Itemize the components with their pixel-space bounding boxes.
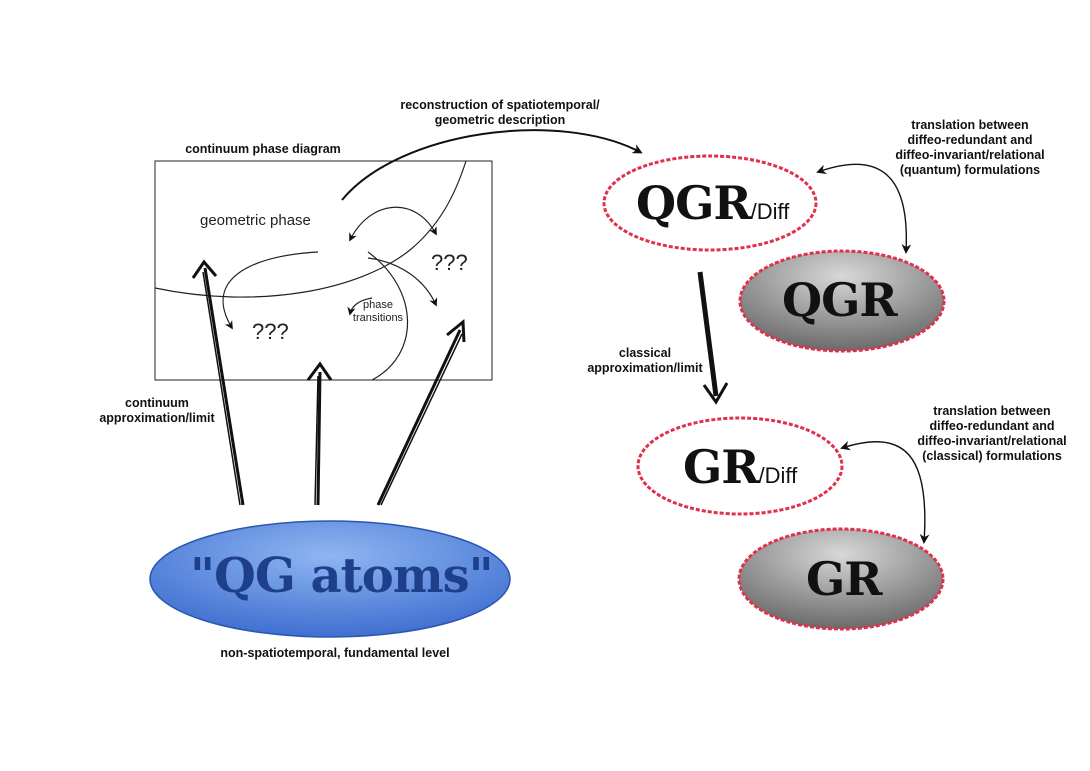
- reconstruction-label: reconstruction of spatiotemporal/ geomet…: [400, 98, 600, 127]
- transition-arrow-1: [222, 251, 319, 330]
- qgr-diff-node: [602, 154, 818, 252]
- phase-boundary-arc: [367, 251, 409, 381]
- gr-diff-title: GR/Diff: [683, 440, 797, 494]
- phase-boundary-curve: [154, 160, 467, 298]
- classical-limit-label: classical approximation/limit: [587, 346, 703, 375]
- gr-node: [737, 527, 945, 631]
- transition-arrow-2: [349, 206, 437, 242]
- geometric-phase-label: geometric phase: [200, 212, 311, 229]
- translation-arrow-classical: [840, 440, 930, 544]
- phase-diagram-box: [154, 160, 493, 381]
- transition-arrow-4: [347, 297, 373, 316]
- gr-diff-main: GR: [683, 440, 760, 494]
- classical-arrow: [697, 271, 729, 405]
- qgr-diff-sub: /Diff: [750, 199, 790, 224]
- translation-quantum-label: translation between diffeo-redundant and…: [895, 118, 1045, 177]
- phase-diagram-title: continuum phase diagram: [185, 142, 341, 156]
- gr-diff-sub: /Diff: [758, 463, 798, 488]
- qgr-title: QGR: [782, 273, 898, 327]
- qg-atoms-title: "QG atoms": [190, 548, 494, 604]
- gr-title: GR: [806, 552, 883, 606]
- transition-arrow-3: [367, 257, 438, 307]
- qgr-node: [738, 249, 946, 353]
- translation-classical-label: translation between diffeo-redundant and…: [917, 404, 1067, 463]
- qg-atoms-node: [149, 520, 511, 638]
- qgr-diff-main: QGR: [636, 176, 752, 230]
- qgr-diff-title: QGR/Diff: [636, 176, 789, 230]
- gr-diff-node: [636, 416, 844, 516]
- phase-transitions-label: phase transitions: [352, 299, 404, 324]
- continuum-limit-label: continuum approximation/limit: [99, 396, 215, 425]
- continuum-arrows: [191, 259, 466, 506]
- fundamental-level-label: non-spatiotemporal, fundamental level: [220, 646, 450, 660]
- translation-arrow-quantum: [816, 163, 912, 254]
- reconstruction-arrow: [341, 129, 643, 201]
- unknown-phase-top: ???: [431, 250, 468, 275]
- unknown-phase-bottom: ???: [252, 319, 289, 344]
